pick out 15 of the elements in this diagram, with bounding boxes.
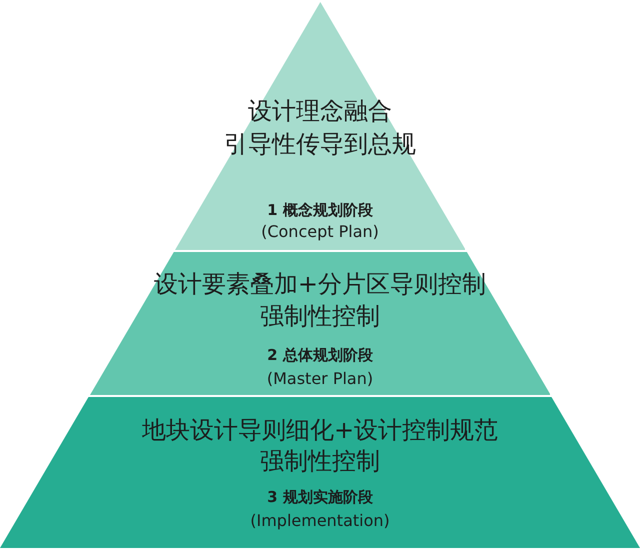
stage-title: 1 概念规划阶段 <box>267 201 373 220</box>
stage-subtitle: (Concept Plan) <box>261 222 379 241</box>
tier-note: 强制性控制 <box>260 446 380 477</box>
tier-heading: 设计要素叠加+分片区导则控制 <box>154 269 486 300</box>
stage-subtitle: (Implementation) <box>250 511 390 530</box>
stage-title: 2 总体规划阶段 <box>267 346 373 365</box>
pyramid-tier <box>90 252 550 395</box>
stage-title: 3 规划实施阶段 <box>267 488 373 507</box>
tier-heading: 地块设计导则细化+设计控制规范 <box>142 415 498 446</box>
tier-note: 引导性传导到总规 <box>224 129 416 160</box>
pyramid-tier <box>0 397 640 548</box>
tier-note: 强制性控制 <box>260 301 380 332</box>
stage-subtitle: (Master Plan) <box>266 369 374 388</box>
tier-heading: 设计理念融合 <box>248 96 392 127</box>
pyramid-tier <box>174 2 466 250</box>
